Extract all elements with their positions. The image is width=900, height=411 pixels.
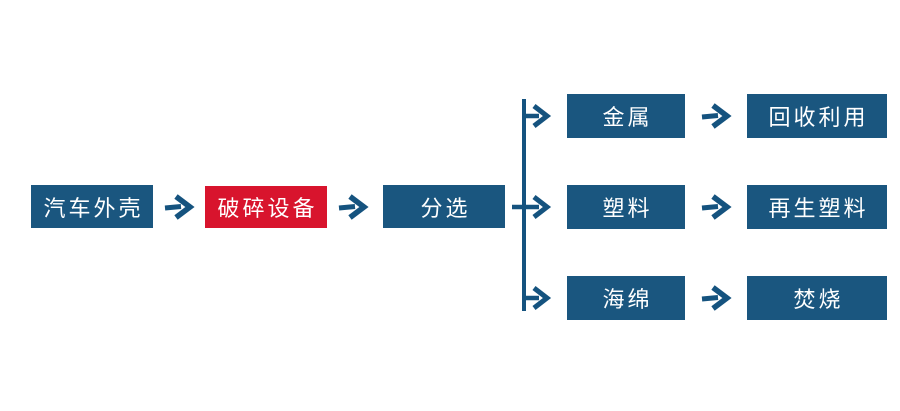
branch-arrow-icon <box>524 286 552 310</box>
arrow-right-icon <box>164 194 195 220</box>
arrow-right-icon <box>701 285 732 311</box>
arrow-right-icon <box>338 194 369 220</box>
arrow-right-icon <box>701 103 732 129</box>
node-sorting: 分选 <box>383 185 505 228</box>
branch-arrow-icon <box>524 104 552 128</box>
node-metal: 金属 <box>567 94 685 138</box>
node-recycle-reuse: 回收利用 <box>747 94 887 138</box>
node-car-shell: 汽车外壳 <box>31 185 153 228</box>
node-recycled-plastic: 再生塑料 <box>747 185 887 229</box>
arrow-right-icon <box>701 194 732 220</box>
node-sponge: 海绵 <box>567 276 685 320</box>
node-incineration: 焚烧 <box>747 276 887 320</box>
node-crusher: 破碎设备 <box>205 186 327 228</box>
branch-arrow-icon <box>512 195 552 219</box>
node-plastic: 塑料 <box>567 185 685 229</box>
